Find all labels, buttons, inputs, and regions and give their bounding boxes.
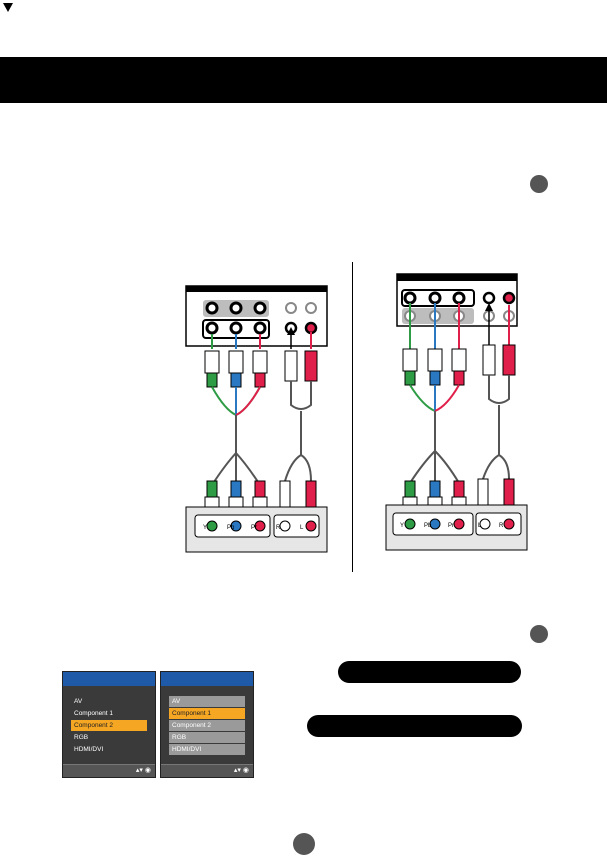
page-number-badge [293,833,315,855]
label-r: R [499,523,504,529]
label-y: Y [400,523,404,529]
input-menu-right: AV Component 1 Component 2 RGB HDMI/DVI … [160,671,254,778]
upper-plug-green [204,350,220,388]
step-marker-2 [530,625,548,643]
menu-item-rgb[interactable]: RGB [169,732,245,743]
menu-footer: ▴▾ ◉ [161,764,253,777]
label-pr: Pr [251,525,257,531]
menu-footer: ▴▾ ◉ [63,764,155,777]
menu-header [63,672,155,686]
menu-item-component-1[interactable]: Component 1 [74,710,114,717]
menu-item-rgb[interactable]: RGB [74,734,89,741]
label-l: L [478,523,482,529]
label-r: R [276,525,281,531]
title-bar [0,57,607,103]
upper-plug-blue [228,350,244,388]
menu-item-hdmi-dvi[interactable]: HDMI/DVI [169,744,245,755]
menu-item-component-2[interactable]: Component 2 [169,720,245,731]
label-y: Y [203,525,207,531]
menu-item-av[interactable]: AV [169,696,245,707]
menu-item-component-1[interactable]: Component 1 [169,708,245,719]
component-connection-diagram-left: Y Pb Pr R L [185,285,328,553]
button-label-pill-1 [338,661,521,683]
label-l: L [300,525,304,531]
label-pr: Pr [448,523,454,529]
component-connection-diagram-right: Y Pb Pr L R [385,273,528,551]
menu-item-component-2[interactable]: Component 2 [71,720,147,731]
upper-plug-red [252,350,268,388]
navigate-select-icon: ▴▾ ◉ [135,767,151,774]
diagram-divider [352,262,353,572]
input-menu-left: AV Component 1 Component 2 RGB HDMI/DVI … [62,671,156,778]
button-label-pill-2 [307,715,522,737]
menu-item-hdmi-dvi[interactable]: HDMI/DVI [74,746,104,753]
label-pb: Pb [424,523,432,529]
label-pb: Pb [227,525,235,531]
navigate-select-icon: ▴▾ ◉ [233,767,249,774]
menu-item-av[interactable]: AV [74,698,83,705]
menu-header [161,672,253,686]
step-marker-1 [530,175,548,193]
page-marker-icon [3,3,13,12]
